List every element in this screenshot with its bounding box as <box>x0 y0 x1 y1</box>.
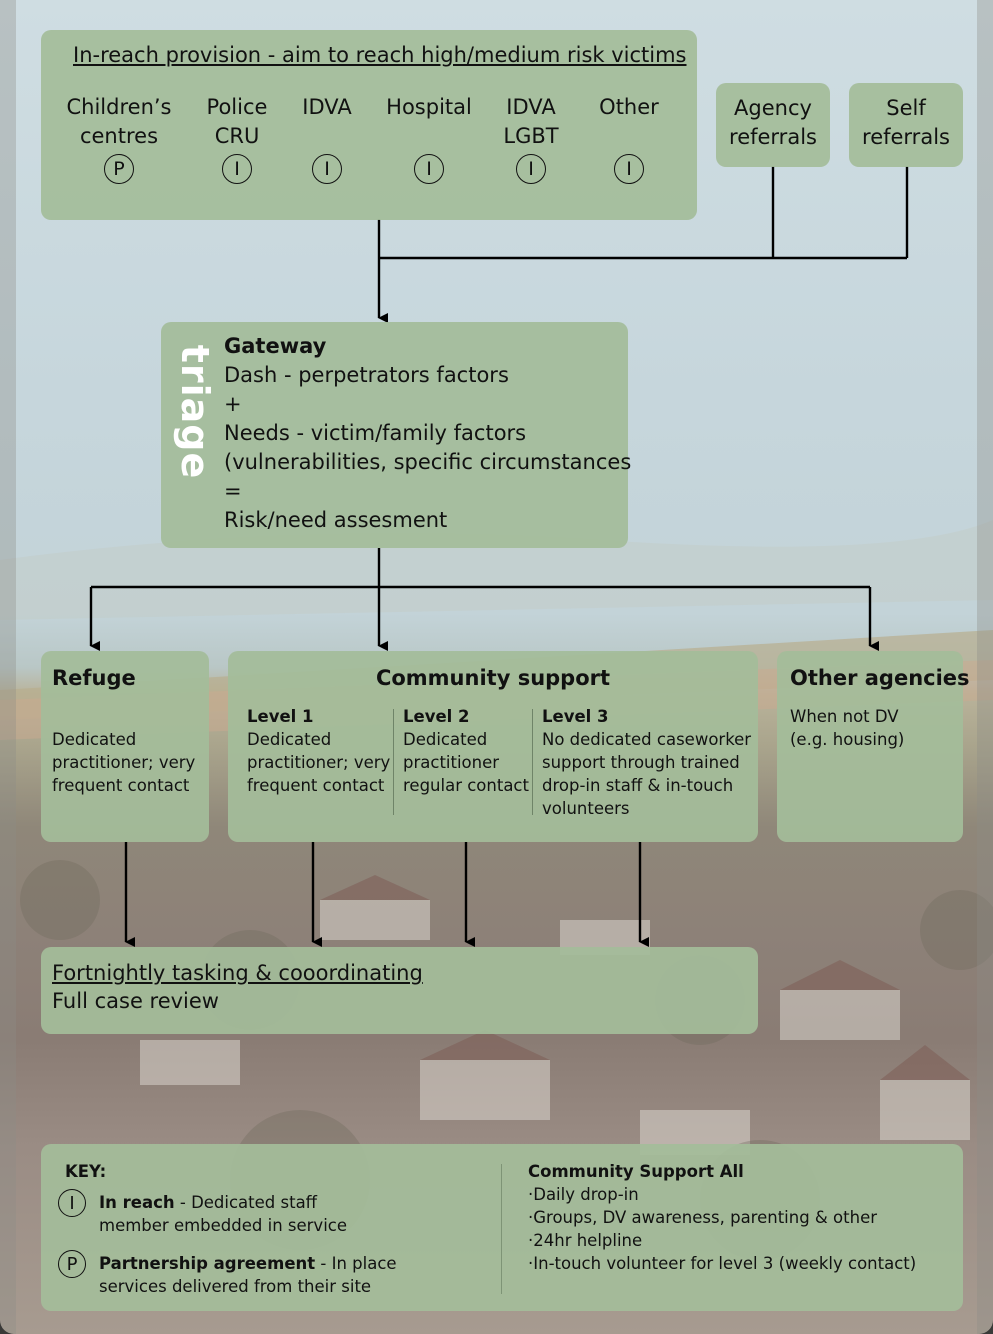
key-divider <box>501 1164 502 1294</box>
gateway-lines: Dash - perpetrators factors + Needs - vi… <box>224 363 632 532</box>
gateway-title: Gateway <box>224 334 327 358</box>
key-title: KEY: <box>65 1162 107 1181</box>
inreach-symbol-icon: I <box>58 1189 86 1217</box>
community-support-all-list: ·Daily drop-in ·Groups, DV awareness, pa… <box>528 1183 916 1275</box>
list-item: ·Daily drop-in <box>528 1185 639 1204</box>
inreach-title: In-reach provision - aim to reach high/m… <box>73 43 687 67</box>
community-level-3: Level 3 No dedicated caseworker support … <box>542 707 752 818</box>
inreach-item-childrens-centres: Children’s centres P <box>59 93 179 184</box>
inreach-item-idva: IDVA I <box>287 93 367 184</box>
refuge-description: Dedicated practitioner; very frequent co… <box>52 730 196 795</box>
level-divider <box>393 709 394 815</box>
inreach-badge-icon: I <box>516 154 546 184</box>
inreach-provision-box: In-reach provision - aim to reach high/m… <box>41 30 697 220</box>
inreach-badge-icon: I <box>614 154 644 184</box>
level-divider <box>532 709 533 815</box>
key-box: KEY: I In reach - Dedicated staff member… <box>41 1144 963 1311</box>
tasking-box: Fortnightly tasking & cooordinating Full… <box>41 947 758 1034</box>
tasking-subtitle: Full case review <box>52 989 219 1013</box>
inreach-item-other: Other I <box>589 93 669 184</box>
inreach-badge-icon: I <box>414 154 444 184</box>
community-level-1: Level 1 Dedicated practitioner; very fre… <box>247 707 391 795</box>
self-referrals-box: Self referrals <box>849 83 963 167</box>
partnership-badge-icon: P <box>104 154 134 184</box>
community-level-2: Level 2 Dedicated practitioner regular c… <box>403 707 529 795</box>
community-support-title: Community support <box>375 666 611 690</box>
tasking-title: Fortnightly tasking & cooordinating <box>52 961 423 985</box>
community-support-all-title: Community Support All <box>528 1162 744 1181</box>
refuge-box: Refuge Dedicated practitioner; very freq… <box>41 651 209 842</box>
refuge-title: Refuge <box>52 666 136 690</box>
list-item: ·Groups, DV awareness, parenting & other <box>528 1208 878 1227</box>
inreach-item-hospital: Hospital I <box>377 93 481 184</box>
other-agencies-title: Other agencies <box>790 666 970 690</box>
inreach-item-police-cru: Police CRU I <box>187 93 287 184</box>
triage-side-label: triage <box>173 344 217 480</box>
partnership-symbol-icon: P <box>58 1250 86 1278</box>
gateway-box: triage Gateway Dash - perpetrators facto… <box>161 322 632 548</box>
community-support-box: Community support Level 1 Dedicated prac… <box>228 651 758 842</box>
inreach-badge-icon: I <box>312 154 342 184</box>
agency-referrals-box: Agency referrals <box>716 83 830 167</box>
other-agencies-description: When not DV (e.g. housing) <box>790 707 905 749</box>
list-item: ·In-touch volunteer for level 3 (weekly … <box>528 1254 917 1273</box>
inreach-badge-icon: I <box>222 154 252 184</box>
inreach-item-idva-lgbt: IDVA LGBT I <box>491 93 571 184</box>
list-item: ·24hr helpline <box>528 1231 643 1250</box>
other-agencies-box: Other agencies When not DV (e.g. housing… <box>777 651 970 842</box>
